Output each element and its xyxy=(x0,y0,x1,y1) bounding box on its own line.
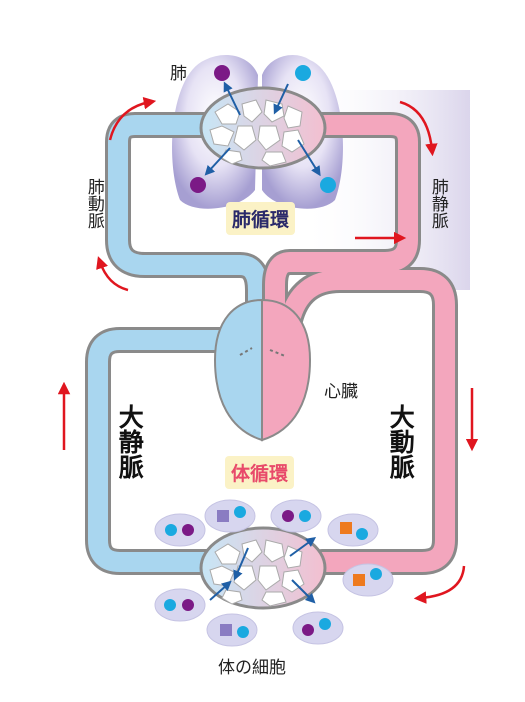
systemic-circulation-label: 体循環 xyxy=(225,456,295,489)
heart-icon xyxy=(213,298,312,442)
lung-gas-dots xyxy=(190,65,336,193)
vena-cava-label: 大静脈 xyxy=(115,404,145,479)
aorta-label: 大動脈 xyxy=(386,404,416,479)
pulmonary-circulation-label: 肺循環 xyxy=(226,202,296,235)
heart-label: 心臓 xyxy=(324,382,358,402)
flow-arrows xyxy=(57,97,479,604)
pulmonary-vein-label: 肺静脈 xyxy=(427,178,448,229)
body-cells-label: 体の細胞 xyxy=(218,658,286,678)
pulmonary-artery-label: 肺動脈 xyxy=(83,178,104,229)
lung-capillary-bed xyxy=(199,86,327,170)
body-cells xyxy=(154,499,394,647)
lung-label: 肺 xyxy=(170,64,187,84)
body-capillary-bed xyxy=(199,526,327,610)
